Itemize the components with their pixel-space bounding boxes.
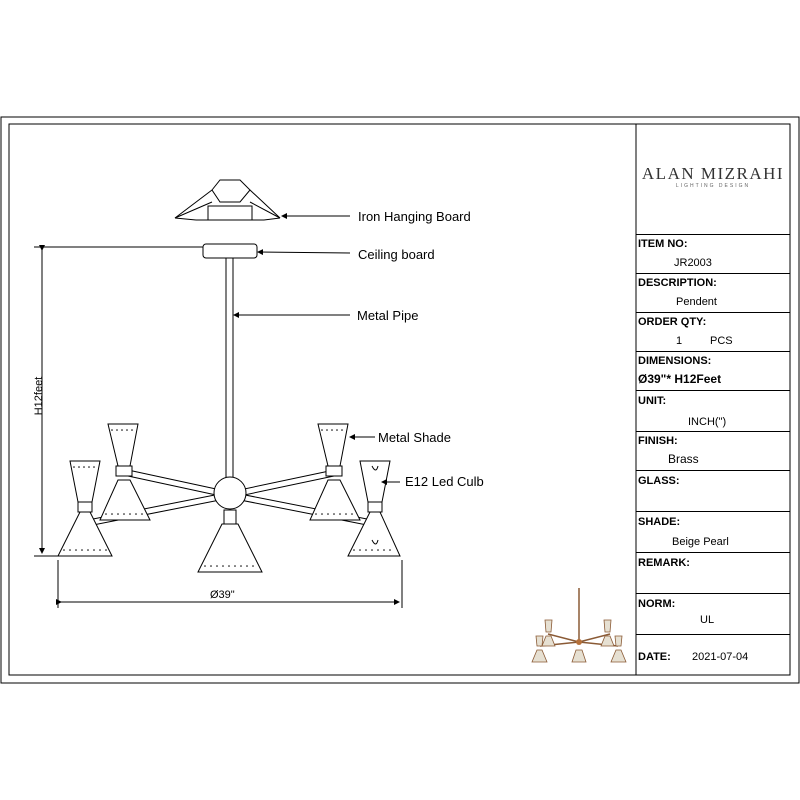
item-no-value: JR2003 bbox=[674, 257, 712, 269]
callout-leaders bbox=[233, 213, 400, 485]
dimensions-cell: DIMENSIONS: Ø39"* H12Feet bbox=[636, 352, 790, 391]
finish-label: FINISH: bbox=[638, 435, 678, 447]
norm-cell: NORM: UL bbox=[636, 594, 790, 635]
callout-ceiling-board: Ceiling board bbox=[358, 247, 435, 262]
finish-cell: FINISH: Brass bbox=[636, 432, 790, 471]
shade-front-right bbox=[347, 460, 401, 557]
shade-value: Beige Pearl bbox=[672, 536, 729, 548]
shade-label: SHADE: bbox=[638, 516, 681, 528]
description-value: Pendent bbox=[676, 296, 717, 308]
logo-cell bbox=[636, 124, 790, 235]
thumbnail-hub bbox=[576, 639, 582, 645]
outer-frame bbox=[0, 116, 800, 684]
callout-e12-led: E12 Led Culb bbox=[405, 474, 484, 489]
order-qty-cell: ORDER QTY: 1 PCS bbox=[636, 313, 790, 352]
order-qty-unit: PCS bbox=[710, 335, 733, 347]
callout-metal-pipe: Metal Pipe bbox=[357, 308, 419, 323]
inner-frame bbox=[8, 123, 791, 676]
brand-tagline: LIGHTING DESIGN bbox=[675, 183, 751, 189]
glass-cell: GLASS: bbox=[636, 471, 790, 512]
unit-cell: UNIT: INCH(") bbox=[636, 391, 790, 432]
description-cell: DESCRIPTION: Pendent bbox=[636, 274, 790, 313]
metal-pipe bbox=[225, 257, 234, 481]
iron-hanging-board bbox=[174, 179, 281, 221]
callout-iron-hanging-board: Iron Hanging Board bbox=[358, 209, 471, 224]
shade-front-left bbox=[57, 460, 113, 557]
order-qty-label: ORDER QTY: bbox=[638, 316, 707, 328]
glass-label: GLASS: bbox=[638, 475, 680, 487]
date-value: 2021-07-04 bbox=[692, 651, 749, 663]
width-dimension bbox=[56, 560, 403, 608]
norm-label: NORM: bbox=[638, 598, 676, 610]
remark-cell: REMARK: bbox=[636, 553, 790, 594]
brand-logo: ALAN MIZRAHI bbox=[641, 164, 785, 183]
date-cell: DATE: 2021-07-04 bbox=[636, 635, 790, 675]
callout-metal-shade: Metal Shade bbox=[378, 430, 451, 445]
ceiling-board bbox=[202, 243, 258, 259]
order-qty-value: 1 bbox=[676, 335, 683, 347]
unit-label: UNIT: bbox=[638, 395, 667, 407]
remark-label: REMARK: bbox=[638, 557, 690, 569]
perforations bbox=[63, 429, 391, 567]
norm-value: UL bbox=[700, 614, 715, 626]
shade-cell: SHADE: Beige Pearl bbox=[636, 512, 790, 553]
shade-center bbox=[197, 509, 263, 573]
shade-back-right bbox=[309, 423, 361, 521]
height-dimension bbox=[34, 245, 203, 557]
center-hub bbox=[213, 476, 247, 510]
width-dimension-label: Ø39" bbox=[210, 589, 235, 601]
item-no-cell: ITEM NO: JR2003 bbox=[636, 235, 790, 274]
dimensions-value: Ø39"* H12Feet bbox=[638, 372, 722, 386]
dimensions-label: DIMENSIONS: bbox=[638, 355, 712, 367]
description-label: DESCRIPTION: bbox=[638, 277, 717, 289]
item-no-label: ITEM NO: bbox=[638, 238, 688, 250]
shade-back-left bbox=[99, 423, 151, 521]
unit-value: INCH(") bbox=[688, 416, 727, 428]
height-dimension-label: H12feet bbox=[33, 376, 45, 416]
date-label: DATE: bbox=[638, 651, 671, 663]
thumbnail-shades bbox=[531, 619, 627, 663]
finish-value: Brass bbox=[668, 452, 699, 466]
